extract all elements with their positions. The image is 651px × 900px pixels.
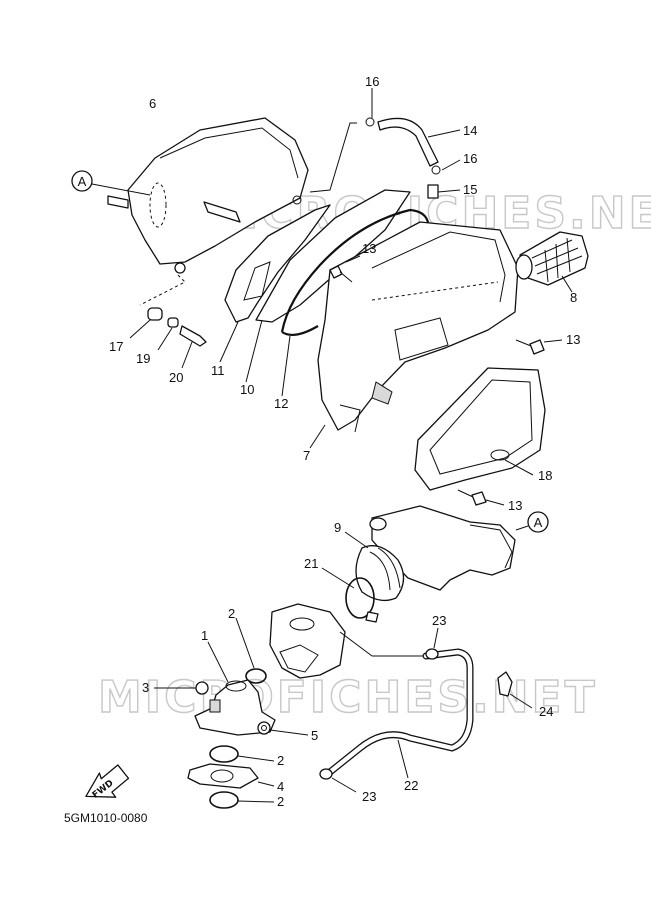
callout-a-upper: A <box>71 170 151 196</box>
fwd-arrow-icon: FWD <box>85 764 130 801</box>
label-1: 1 <box>201 628 208 643</box>
parts-13-screws <box>329 255 563 506</box>
part-10-seal-plate <box>245 189 411 383</box>
part-6-crankcase-cover <box>107 117 309 274</box>
label-22: 22 <box>404 778 418 793</box>
part-3-screw <box>154 681 209 695</box>
part-8-filter-element <box>515 231 589 293</box>
part-1-intake-manifold <box>194 641 276 736</box>
parts-23-hose-clips <box>319 627 439 793</box>
label-6: 6 <box>149 96 156 111</box>
label-24: 24 <box>539 704 553 719</box>
parts-14-15-16-drain-hose <box>309 88 461 199</box>
part-21-hose-clamp <box>321 567 379 623</box>
watermark-lower: MICROFICHES.NET <box>98 672 598 723</box>
part-9-intake-joint <box>344 505 516 602</box>
callout-a-lower: A <box>515 511 549 533</box>
svg-text:A: A <box>78 174 87 189</box>
label-2-lower: 2 <box>277 794 284 809</box>
label-11: 11 <box>211 363 225 378</box>
part-2-o-ring-middle <box>209 745 275 763</box>
label-2-upper: 2 <box>228 606 235 621</box>
svg-text:A: A <box>534 515 543 530</box>
label-13-upper: 13 <box>362 241 376 256</box>
label-8: 8 <box>570 290 577 305</box>
label-12: 12 <box>274 396 288 411</box>
part-2-o-ring-lower <box>209 791 275 809</box>
label-19: 19 <box>136 351 150 366</box>
label-23-upper: 23 <box>432 613 446 628</box>
label-23-lower: 23 <box>362 789 376 804</box>
label-13-right: 13 <box>566 332 580 347</box>
label-14: 14 <box>463 123 477 138</box>
part-5-nut <box>257 721 309 736</box>
parts-17-19-20-bolt-set <box>129 274 207 369</box>
label-16-upper: 16 <box>365 74 379 89</box>
label-17: 17 <box>109 339 123 354</box>
label-15: 15 <box>463 182 477 197</box>
diagram-code: 5GM1010-0080 <box>64 811 148 825</box>
part-18-filter-cover <box>414 367 546 491</box>
label-20: 20 <box>169 370 183 385</box>
part-4-insulator-plate <box>187 763 275 789</box>
label-5: 5 <box>311 728 318 743</box>
part-7-air-filter-case <box>309 221 519 449</box>
label-9: 9 <box>334 520 341 535</box>
label-4: 4 <box>277 779 284 794</box>
label-16-lower: 16 <box>463 151 477 166</box>
label-3: 3 <box>142 680 149 695</box>
label-10: 10 <box>240 382 254 397</box>
part-number-labels: 6 16 14 16 15 13 8 13 17 19 20 11 10 12 … <box>109 74 580 809</box>
label-2-middle: 2 <box>277 753 284 768</box>
part-11-gasket <box>219 204 331 363</box>
part-24-clamp <box>497 671 533 709</box>
label-21: 21 <box>304 556 318 571</box>
label-7: 7 <box>303 448 310 463</box>
label-13-lower: 13 <box>508 498 522 513</box>
part-12-o-ring <box>280 208 430 397</box>
part-2-o-ring-upper <box>235 617 267 684</box>
part-22-hose <box>326 648 474 779</box>
carburetor-body <box>269 603 426 679</box>
label-18: 18 <box>538 468 552 483</box>
